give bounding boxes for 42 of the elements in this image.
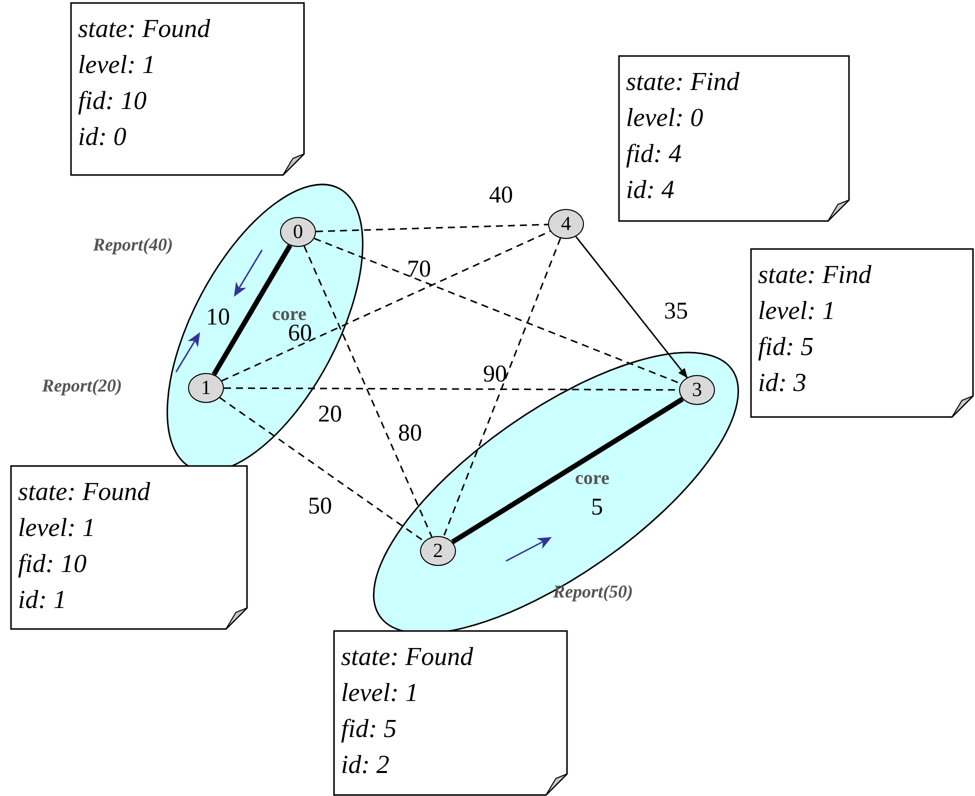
edge-label: 80 xyxy=(398,420,422,448)
note-text: state: Found xyxy=(341,642,474,672)
note-text: id: 3 xyxy=(758,368,806,398)
edge-label: 10 xyxy=(206,304,230,332)
edge-label: 35 xyxy=(664,298,688,326)
note-text: fid: 10 xyxy=(18,549,87,579)
note-text: state: Found xyxy=(18,477,150,507)
edge-line xyxy=(212,244,292,376)
core-label: core xyxy=(575,468,610,490)
edge-label: 40 xyxy=(489,182,513,210)
note-text: state: Find xyxy=(758,260,872,290)
edge-line xyxy=(442,238,562,538)
note-text: level: 1 xyxy=(78,50,156,80)
note-text: fid: 4 xyxy=(626,139,682,169)
edge-line xyxy=(451,396,684,544)
edge-label: 70 xyxy=(407,256,431,284)
note-text: state: Find xyxy=(626,67,740,97)
edge-line xyxy=(316,224,548,232)
note-text: fid: 10 xyxy=(78,86,147,116)
note-text: level: 0 xyxy=(626,103,704,133)
note-text: id: 0 xyxy=(78,122,126,152)
note-text: level: 1 xyxy=(758,296,836,326)
note-text: id: 1 xyxy=(18,585,66,615)
note-text: state: Found xyxy=(78,14,210,44)
report-label: Report(40) xyxy=(93,234,173,256)
edge-label: 50 xyxy=(308,494,332,520)
note-text: level: 1 xyxy=(341,678,418,708)
edge-label: 20 xyxy=(318,402,342,428)
edge-line xyxy=(219,397,425,542)
note-text: id: 2 xyxy=(341,750,390,780)
report-label: Report(20) xyxy=(42,376,122,396)
note-text: id: 4 xyxy=(626,175,674,205)
note-text: fid: 5 xyxy=(758,332,814,362)
edge-line xyxy=(575,236,688,378)
note-text: fid: 5 xyxy=(341,714,397,744)
edge-label: 90 xyxy=(483,362,507,388)
edge-line xyxy=(221,230,551,382)
report-label: Report(50) xyxy=(553,582,633,602)
edge-label: 5 xyxy=(591,494,603,522)
note-text: level: 1 xyxy=(18,513,96,543)
edge-line xyxy=(304,246,432,538)
node-circle: 4 xyxy=(548,209,584,239)
